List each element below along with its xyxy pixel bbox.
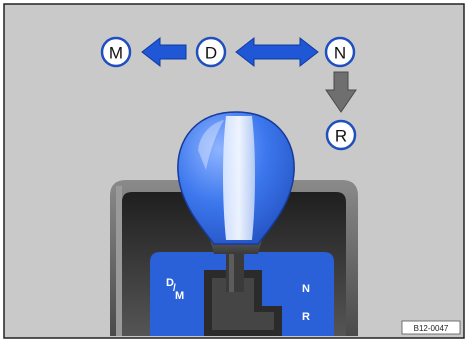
position-n: N	[326, 38, 354, 66]
position-d: D	[197, 38, 225, 66]
position-r-label: R	[335, 127, 347, 146]
knob-strip	[223, 116, 255, 240]
console-rim-left	[116, 186, 122, 336]
gate-label-r: R	[302, 311, 310, 323]
position-r: R	[327, 121, 355, 149]
position-m: M	[102, 38, 130, 66]
figure-code: B12-0047	[414, 324, 449, 333]
position-n-label: N	[334, 44, 346, 63]
position-m-label: M	[109, 44, 123, 63]
gate-label-m: M	[175, 290, 184, 302]
gate-label-n: N	[302, 283, 310, 295]
position-d-label: D	[205, 44, 217, 63]
